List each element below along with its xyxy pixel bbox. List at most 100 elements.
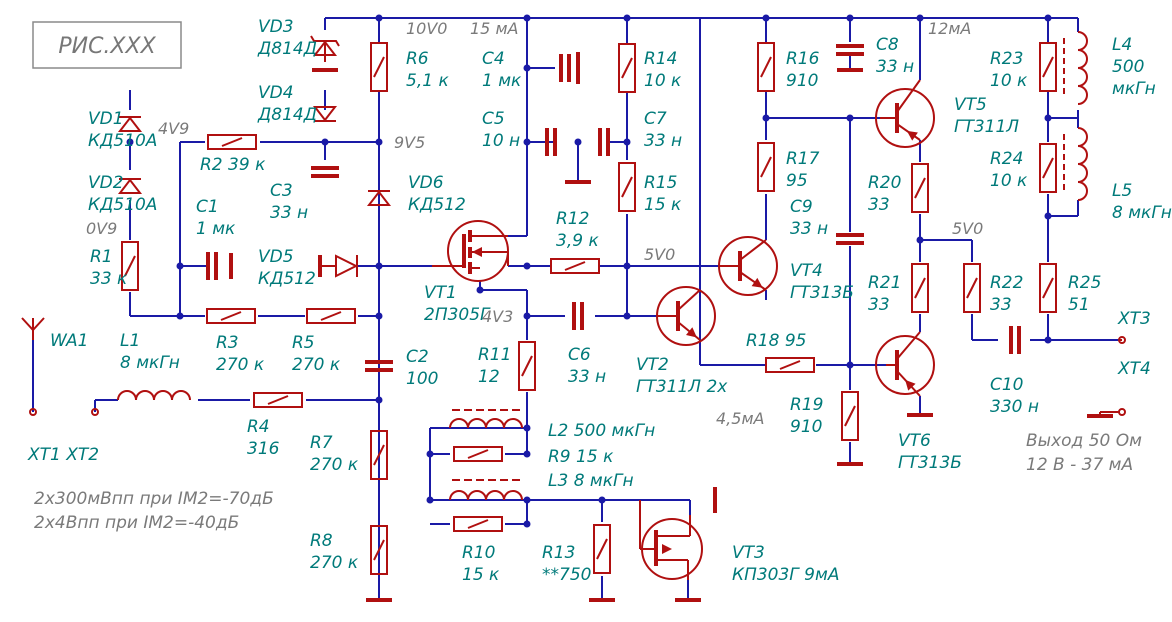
label-r16: 910 [786, 71, 818, 91]
resistor-R15 [618, 162, 636, 212]
label-c7: C7 [644, 109, 667, 129]
capacitor-C4 [559, 54, 571, 82]
label-r25: 51 [1068, 295, 1090, 315]
note-output: Выход 50 Ом [1026, 431, 1142, 451]
capacitor-C8 [836, 44, 864, 56]
label-r10: 15 к [462, 565, 500, 585]
label-vd4: Д814Д [257, 105, 317, 125]
transistor-VT6 [875, 331, 935, 397]
label-r5: 270 к [292, 355, 341, 375]
inductor-L2 [449, 409, 523, 429]
transistor-VT3 [639, 500, 703, 580]
capacitor-C5 [545, 128, 557, 156]
label-r3: R3 [216, 333, 239, 353]
junction-dot [523, 14, 531, 22]
label-c4: 1 мк [482, 71, 522, 91]
junction-dot [846, 361, 854, 369]
label-l5: L5 [1112, 181, 1132, 201]
label-vt3: VT3 [732, 543, 765, 563]
junction-dot [375, 138, 383, 146]
label-c4: C4 [482, 49, 505, 69]
resistor-R17 [757, 142, 775, 192]
label-vt2: VT2 [636, 355, 669, 375]
label-r22: 33 [990, 295, 1012, 315]
junction-dot [126, 138, 134, 146]
resistor-R8 [370, 525, 388, 575]
label-l4: мкГн [1112, 79, 1156, 99]
resistor-R4 [253, 392, 303, 408]
label-r22: R22 [990, 273, 1023, 293]
label-c9: C9 [790, 197, 813, 217]
label-vd2: КД510А [88, 195, 157, 215]
net-label: 5V0 [952, 219, 983, 238]
inductor-L4 [1063, 31, 1088, 105]
label-r14: R14 [644, 49, 677, 69]
label-vd3: Д814Д [257, 39, 317, 59]
junction-dot [1044, 212, 1052, 220]
label-l2: L2 500 мкГн [548, 421, 655, 441]
label-l1: 8 мкГн [120, 353, 180, 373]
label-l4: 500 [1112, 57, 1144, 77]
junction-dot [846, 114, 854, 122]
diode-VD2 [117, 178, 143, 194]
label-vd6: КД512 [408, 195, 466, 215]
label-vt1: 2П305Г [424, 305, 491, 325]
junction-dot [523, 262, 531, 270]
junction-dot [176, 262, 184, 270]
label-r25: R25 [1068, 273, 1101, 293]
junction-dot [176, 312, 184, 320]
label-vd5: КД512 [258, 269, 316, 289]
net-label: 4,5мА [716, 409, 764, 428]
resistor-R21 [911, 263, 929, 313]
label-r9: R9 15 к [548, 447, 614, 467]
label-r6: R6 [406, 49, 429, 69]
label-l1: L1 [120, 331, 140, 351]
net-label: 5V0 [644, 245, 675, 264]
diode-VD5 [318, 254, 359, 278]
antenna-WA1 [21, 317, 1126, 416]
label-r21: 33 [868, 295, 890, 315]
junction-dot [426, 450, 434, 458]
label-r10: R10 [462, 543, 495, 563]
junction-dot [523, 450, 531, 458]
components [21, 21, 1126, 602]
label-vd5: VD5 [258, 247, 294, 267]
label-c6: C6 [568, 345, 591, 365]
junction-dot [523, 312, 531, 320]
label-r21: R21 [868, 273, 901, 293]
diode-VD1 [117, 116, 143, 132]
label-c8: 33 н [876, 57, 914, 77]
inductor-L1 [117, 390, 191, 401]
label-c6: 33 н [568, 367, 606, 387]
label-vd1: VD1 [88, 109, 124, 129]
note-imd1: 2х300мВпп при IM2=-70дБ [34, 489, 274, 509]
label-r18: R18 95 [746, 331, 806, 351]
resistor-R9 [453, 446, 503, 462]
note-imd2: 2х4Впп при IM2=-40дБ [34, 513, 239, 533]
label-r23: 10 к [990, 71, 1028, 91]
transistor-VT1 [432, 220, 509, 282]
label-r7: 270 к [310, 455, 359, 475]
capacitor-C6 [572, 302, 584, 330]
resistor-R18 [765, 357, 815, 373]
junction-dot [375, 312, 383, 320]
junction-dot [523, 424, 531, 432]
resistor-R13 [593, 524, 611, 574]
label-c1: 1 мк [196, 219, 236, 239]
junction-dots [126, 14, 1052, 528]
label-r16: R16 [786, 49, 820, 69]
label-l5: 8 мкГн [1112, 203, 1172, 223]
junction-dot [1044, 114, 1052, 122]
label-r13: R13 [542, 543, 575, 563]
label-r23: R23 [990, 49, 1023, 69]
capacitor-C2 [365, 360, 393, 372]
label-vt2: ГТ311Л 2х [636, 377, 728, 397]
junction-dot [375, 14, 383, 22]
transistor-VT4 [718, 236, 778, 296]
transistor-VT2 [656, 286, 716, 346]
label-r2: R2 39 к [200, 155, 266, 175]
junction-dot [426, 496, 434, 504]
junction-dot [762, 114, 770, 122]
title-text: РИС.XXX [58, 34, 156, 59]
junction-dot [1044, 336, 1052, 344]
